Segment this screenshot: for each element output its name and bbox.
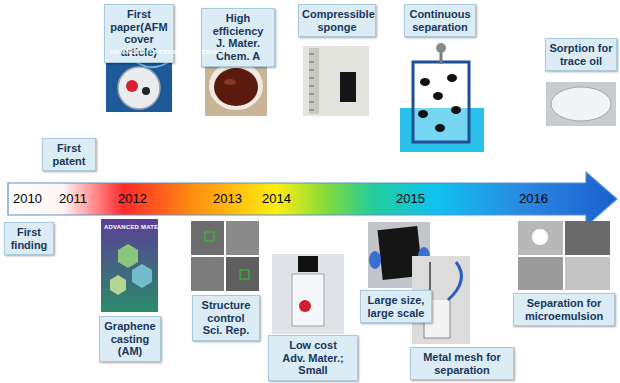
dish-photo [546,82,616,126]
micrograph-images [518,221,610,290]
milestone-title: High efficiency [205,12,271,37]
milestone-title: First finding [8,226,50,251]
milestone-title: Compressible sponge [302,8,372,33]
milestone-title: First patent [46,142,92,167]
milestone-title: Structure control [196,299,256,324]
journal-name: (AM) [103,345,157,358]
sem-images [191,221,259,291]
cover-title: ADVANCED FUNCTIONAL MATERIALS [109,49,225,55]
milestone-box: Continuous separation [404,4,476,37]
milestone-title: Low cost [272,339,354,352]
milestone-box: Compressible sponge [298,4,376,37]
year-label: 2013 [213,191,242,206]
milestone-box: Low costAdv. Mater.; Small [268,335,358,381]
journal-name: Sci. Rep. [196,324,256,337]
timeline-arrow [8,172,617,226]
year-label: 2015 [396,191,425,206]
milestone-box: First finding [4,222,54,255]
milestone-title: Separation for microemulsion [517,297,611,322]
milestone-box: Graphene casting(AM) [99,316,161,362]
year-label: 2012 [118,191,147,206]
bottle-photo [272,254,344,334]
year-label: 2010 [13,191,42,206]
milestone-box: Large size, large scale [360,290,432,323]
milestone-title: Metal mesh for separation [414,351,510,376]
cover-title: ADVANCED MATERIALS [104,224,177,230]
year-label: 2011 [59,191,87,206]
milestone-title: Sorption for trace oil [549,42,613,67]
milestone-box: Separation for microemulsion [513,293,615,326]
milestone-box: Structure controlSci. Rep. [192,295,260,341]
milestone-box: First patent [42,138,96,171]
milestone-title: Continuous separation [408,8,472,33]
milestone-box: Sorption for trace oil [545,38,617,71]
journal-name: Adv. Mater.; Small [272,352,354,377]
year-label: 2014 [262,191,291,206]
milestone-box: Metal mesh for separation [410,347,514,380]
sponge-photo [303,46,369,116]
milestone-box: High efficiencyJ. Mater. Chem. A [201,8,275,67]
separation-schematic [400,43,484,152]
milestone-title: Graphene casting [103,320,157,345]
cover-photo [101,219,158,312]
milestone-title: Large size, large scale [364,294,428,319]
year-label: 2016 [519,191,548,206]
